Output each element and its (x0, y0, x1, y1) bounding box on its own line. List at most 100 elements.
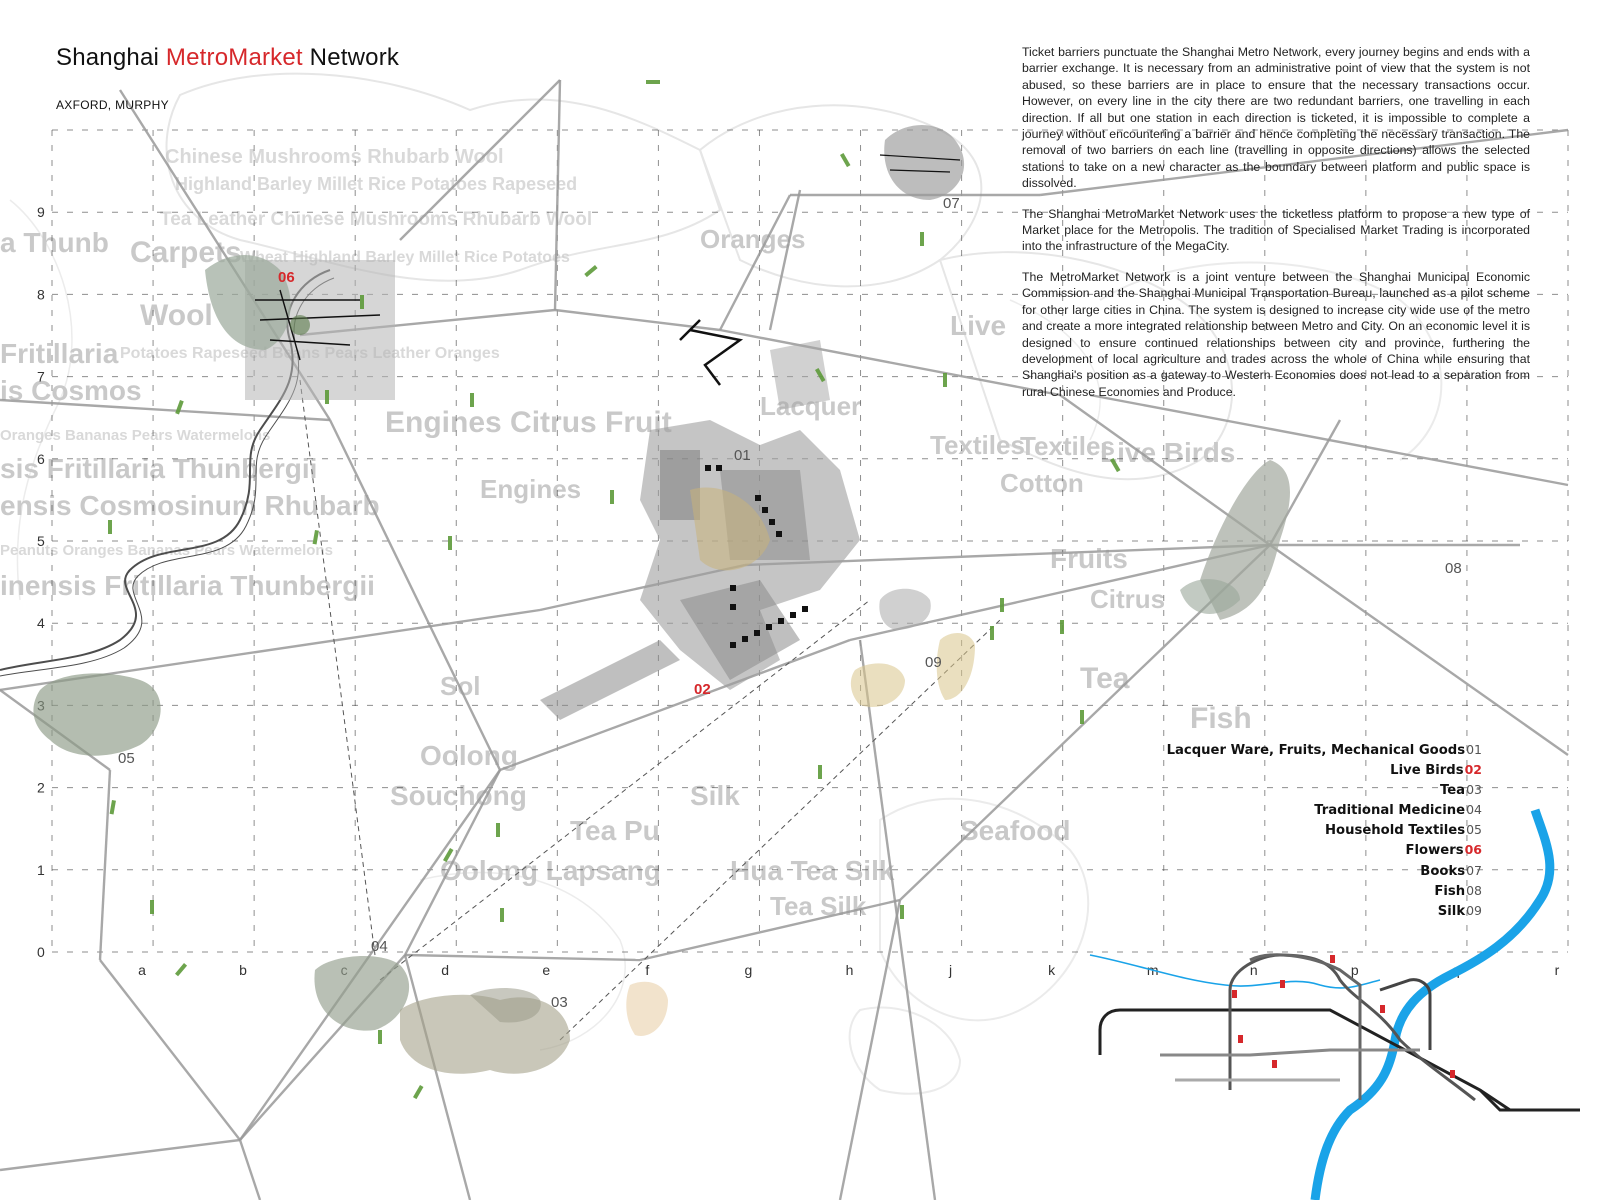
legend-item: Household Textiles05 (1167, 820, 1482, 840)
grid-row-label: 5 (37, 533, 45, 549)
background-word: Tea Silk (770, 891, 867, 921)
metro-line-7 (1478, 1088, 1580, 1112)
grid-column-label: b (239, 962, 247, 978)
background-word: Peanuts Oranges Bananas Pears Watermelon… (0, 542, 333, 559)
green-marker (448, 536, 452, 550)
network-line (403, 769, 502, 956)
green-marker (1110, 458, 1121, 473)
background-word: Live (950, 310, 1006, 341)
grid-column-label: f (645, 962, 649, 978)
zone-label-07: 07 (943, 195, 960, 212)
network-line (718, 194, 792, 331)
zone-03-market (400, 988, 570, 1074)
background-word: Fish (1190, 702, 1252, 735)
green-marker (920, 232, 924, 246)
background-word: Live Birds (1100, 437, 1235, 468)
legend-number: 06 (1464, 842, 1482, 858)
zone-label-08: 08 (1445, 560, 1462, 577)
background-word: Textiles (1020, 431, 1115, 461)
zone-label-04: 04 (371, 938, 388, 955)
title-suffix: Network (302, 44, 400, 71)
background-word: Fritillaria (0, 338, 119, 369)
green-market-markers (108, 80, 1121, 1100)
green-marker (610, 490, 614, 504)
zone-label-03: 03 (551, 994, 568, 1011)
network-line-dashed (299, 379, 376, 956)
zone-04-market (314, 955, 410, 1031)
title-prefix: Shanghai (56, 44, 166, 71)
zone-09-market (850, 588, 975, 708)
network-junction (679, 319, 744, 386)
legend-label: Flowers (1405, 843, 1464, 859)
green-marker (175, 963, 188, 977)
background-province-outlines (9, 72, 1443, 1095)
network-line (403, 954, 472, 1200)
green-marker (500, 908, 504, 922)
background-word: Engines (480, 474, 581, 504)
network-line (238, 1139, 262, 1200)
network-line (0, 398, 331, 422)
zone-08-market (1180, 460, 1290, 620)
green-marker (943, 373, 947, 387)
background-word: inensis Fritillaria Thunbergii (0, 570, 375, 601)
green-marker (496, 823, 500, 837)
grid-column-label: h (846, 962, 854, 978)
legend-number: 08 (1466, 882, 1482, 898)
green-marker (378, 1030, 382, 1044)
metro-line-4 (1160, 1048, 1420, 1057)
legend-label: Traditional Medicine (1314, 803, 1466, 819)
suzhou-creek (1089, 954, 1381, 989)
grid-column-label: k (1048, 962, 1056, 978)
background-word: Oolong (420, 740, 518, 771)
legend-item: Tea03 (1167, 780, 1482, 800)
background-word: Engines Citrus Fruit (385, 406, 672, 439)
grid-row-label: 0 (37, 944, 45, 960)
paragraph-1: Ticket barriers punctuate the Shanghai M… (1022, 45, 1530, 191)
grid-column-label: g (745, 962, 753, 978)
green-marker (360, 295, 364, 309)
background-word: Fruits (1050, 543, 1128, 574)
grid-column-label: p (1351, 962, 1359, 978)
legend-number: 07 (1466, 862, 1482, 878)
background-word: Tea Pu (570, 815, 660, 846)
legend-number: 03 (1466, 782, 1482, 798)
legend-label: Tea (1440, 783, 1466, 799)
legend-label: Fish (1434, 883, 1466, 899)
grid-column-label: e (542, 962, 550, 978)
background-word: Highland Barley Millet Rice Potatoes Rap… (175, 174, 577, 194)
page-title: Shanghai MetroMarket Network (56, 44, 399, 72)
grid-column-label: j (948, 962, 952, 978)
zone-01-market (540, 340, 860, 720)
network-line (553, 79, 562, 311)
background-word: Oolong Lapsang (440, 855, 661, 886)
network-line (768, 189, 802, 331)
green-marker (990, 626, 994, 640)
legend-item: Lacquer Ware, Fruits, Mechanical Goods01 (1167, 740, 1482, 760)
zone-f-market (626, 981, 668, 1036)
zone-05-market (33, 673, 161, 756)
zone-06-market (205, 255, 395, 400)
background-word: Wool (140, 299, 213, 332)
green-marker (150, 900, 154, 914)
background-word: Oranges Bananas Pears Watermelons (0, 427, 270, 444)
green-marker (1080, 710, 1084, 724)
metro-line-1 (1098, 1008, 1511, 1112)
green-marker (815, 368, 826, 383)
legend-item: Traditional Medicine04 (1167, 800, 1482, 820)
network-line (639, 898, 901, 962)
background-word: Tea Leather Chinese Mushrooms Rhubarb Wo… (160, 209, 592, 230)
grid-row-label: 1 (37, 862, 45, 878)
authors: AXFORD, MURPHY (56, 98, 169, 112)
background-word: ensis Cosmosinum Rhubarb (0, 490, 380, 521)
background-word: sis Fritillaria Thunbergii (0, 453, 317, 484)
green-marker (840, 152, 851, 168)
legend-item: Flowers06 (1167, 840, 1482, 860)
paragraph-2: The Shanghai MetroMarket Network uses th… (1022, 206, 1530, 254)
grid-column-label: r (1555, 962, 1560, 978)
background-word: Seafood (960, 815, 1070, 846)
background-word: Textiles (930, 430, 1025, 460)
legend-number: 04 (1466, 802, 1482, 818)
green-marker (109, 799, 116, 815)
legend-label: Books (1420, 863, 1466, 879)
